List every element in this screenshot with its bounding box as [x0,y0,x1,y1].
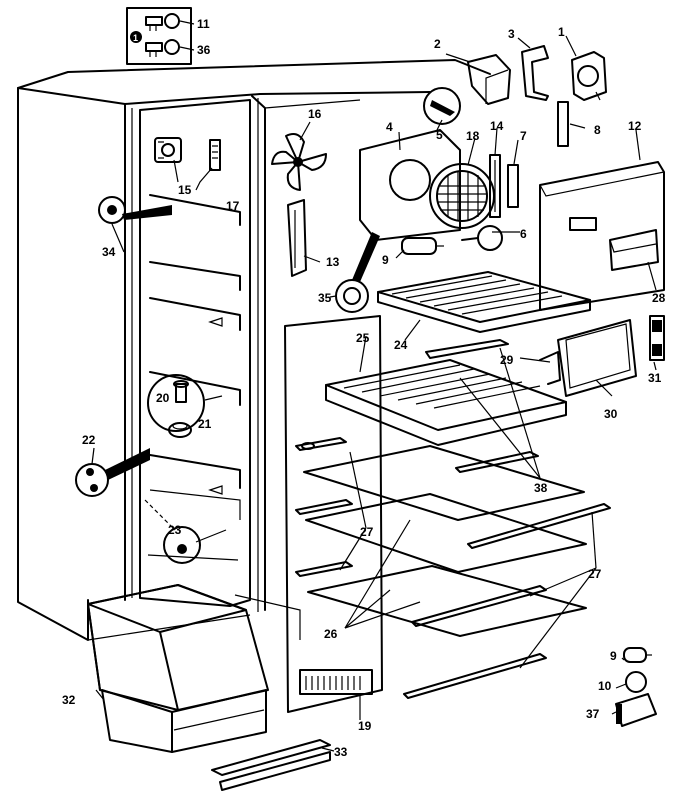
callout-7: 7 [520,129,527,143]
refrigerator-cabinet [17,59,491,641]
part-38-rails [425,339,539,473]
callout-16: 16 [308,107,322,121]
part-32-crisper [87,584,269,753]
callout-25: 25 [356,331,370,345]
part-9-socket-upper [401,237,444,255]
part-28-handle [609,229,659,271]
part-25-shelf [325,359,567,446]
callout-24: 24 [394,338,408,352]
callout-4: 4 [386,120,393,134]
callout-30: 30 [604,407,618,421]
leader-lines [91,35,657,752]
callout-14: 14 [490,119,504,133]
callout-32: 32 [62,693,76,707]
part-30-keeper [539,319,637,397]
callout-17: 17 [226,199,240,213]
part-22-detail [75,448,150,497]
callout-33: 33 [334,745,348,759]
part-26-glass [303,445,587,637]
callout-22: 22 [82,433,96,447]
callout-9-lower: 9 [610,649,617,663]
callout-36: 36 [197,43,211,57]
callout-19: 19 [358,719,372,733]
part-16-fan [271,133,327,191]
callout-31: 31 [648,371,662,385]
part-35-knob [335,232,380,313]
part-7-strip [507,164,519,208]
callout-labels: 1 2 3 4 5 6 7 8 9 9 10 11 12 13 14 15 16… [62,17,666,759]
callout-37: 37 [586,707,600,721]
part-5-control [423,87,461,125]
part-18-fan-motor [429,163,495,229]
part-3-bracket [521,45,549,101]
part-20-21-detail [147,374,223,438]
callout-10: 10 [598,679,612,693]
part-34-knob [98,196,172,224]
callout-21: 21 [198,417,212,431]
part-24-shelf [377,271,591,333]
inset-marker-dot [130,31,142,43]
callout-20: 20 [156,391,170,405]
part-13-bracket [287,199,307,277]
callout-11: 11 [197,17,210,31]
part-36-socket [145,39,180,57]
part-8-strip [557,101,569,147]
part-6-bulb [461,225,503,251]
part-12-panel [539,161,665,311]
callout-23: 23 [168,523,182,537]
callout-26: 26 [324,627,338,641]
callout-15: 15 [178,183,192,197]
callout-9-upper: 9 [382,253,389,267]
callout-12: 12 [628,119,642,133]
callout-2: 2 [434,37,441,51]
callout-6: 6 [520,227,527,241]
inset-marker: 1 [133,33,138,43]
part-23-detail [144,499,227,564]
part-1-housing [571,51,607,101]
part-9-socket-lower [623,647,652,663]
callout-8: 8 [594,123,601,137]
callout-13: 13 [326,255,340,269]
callout-18: 18 [466,129,480,143]
callout-35: 35 [318,291,332,305]
callout-34: 34 [102,245,116,259]
callout-1: 1 [558,25,565,39]
part-31-bracket [649,315,665,361]
part-11-socket [145,13,180,31]
callout-27-a: 27 [360,525,374,539]
callout-28: 28 [652,291,666,305]
callout-5: 5 [436,128,443,142]
part-37-block [615,693,657,727]
part-17-switch [209,139,221,171]
callout-3: 3 [508,27,515,41]
part-19-back-panel [284,315,383,713]
part-4-plate [359,129,461,241]
inset-box: 1 [126,7,195,65]
part-10-bulb [625,671,647,693]
part-33-rail [211,739,331,791]
part-2-bracket [467,54,511,105]
callout-38: 38 [534,481,548,495]
callout-29: 29 [500,353,514,367]
callout-27-b: 27 [588,567,602,581]
part-15-control [154,137,182,163]
part-27-rails [295,437,611,699]
